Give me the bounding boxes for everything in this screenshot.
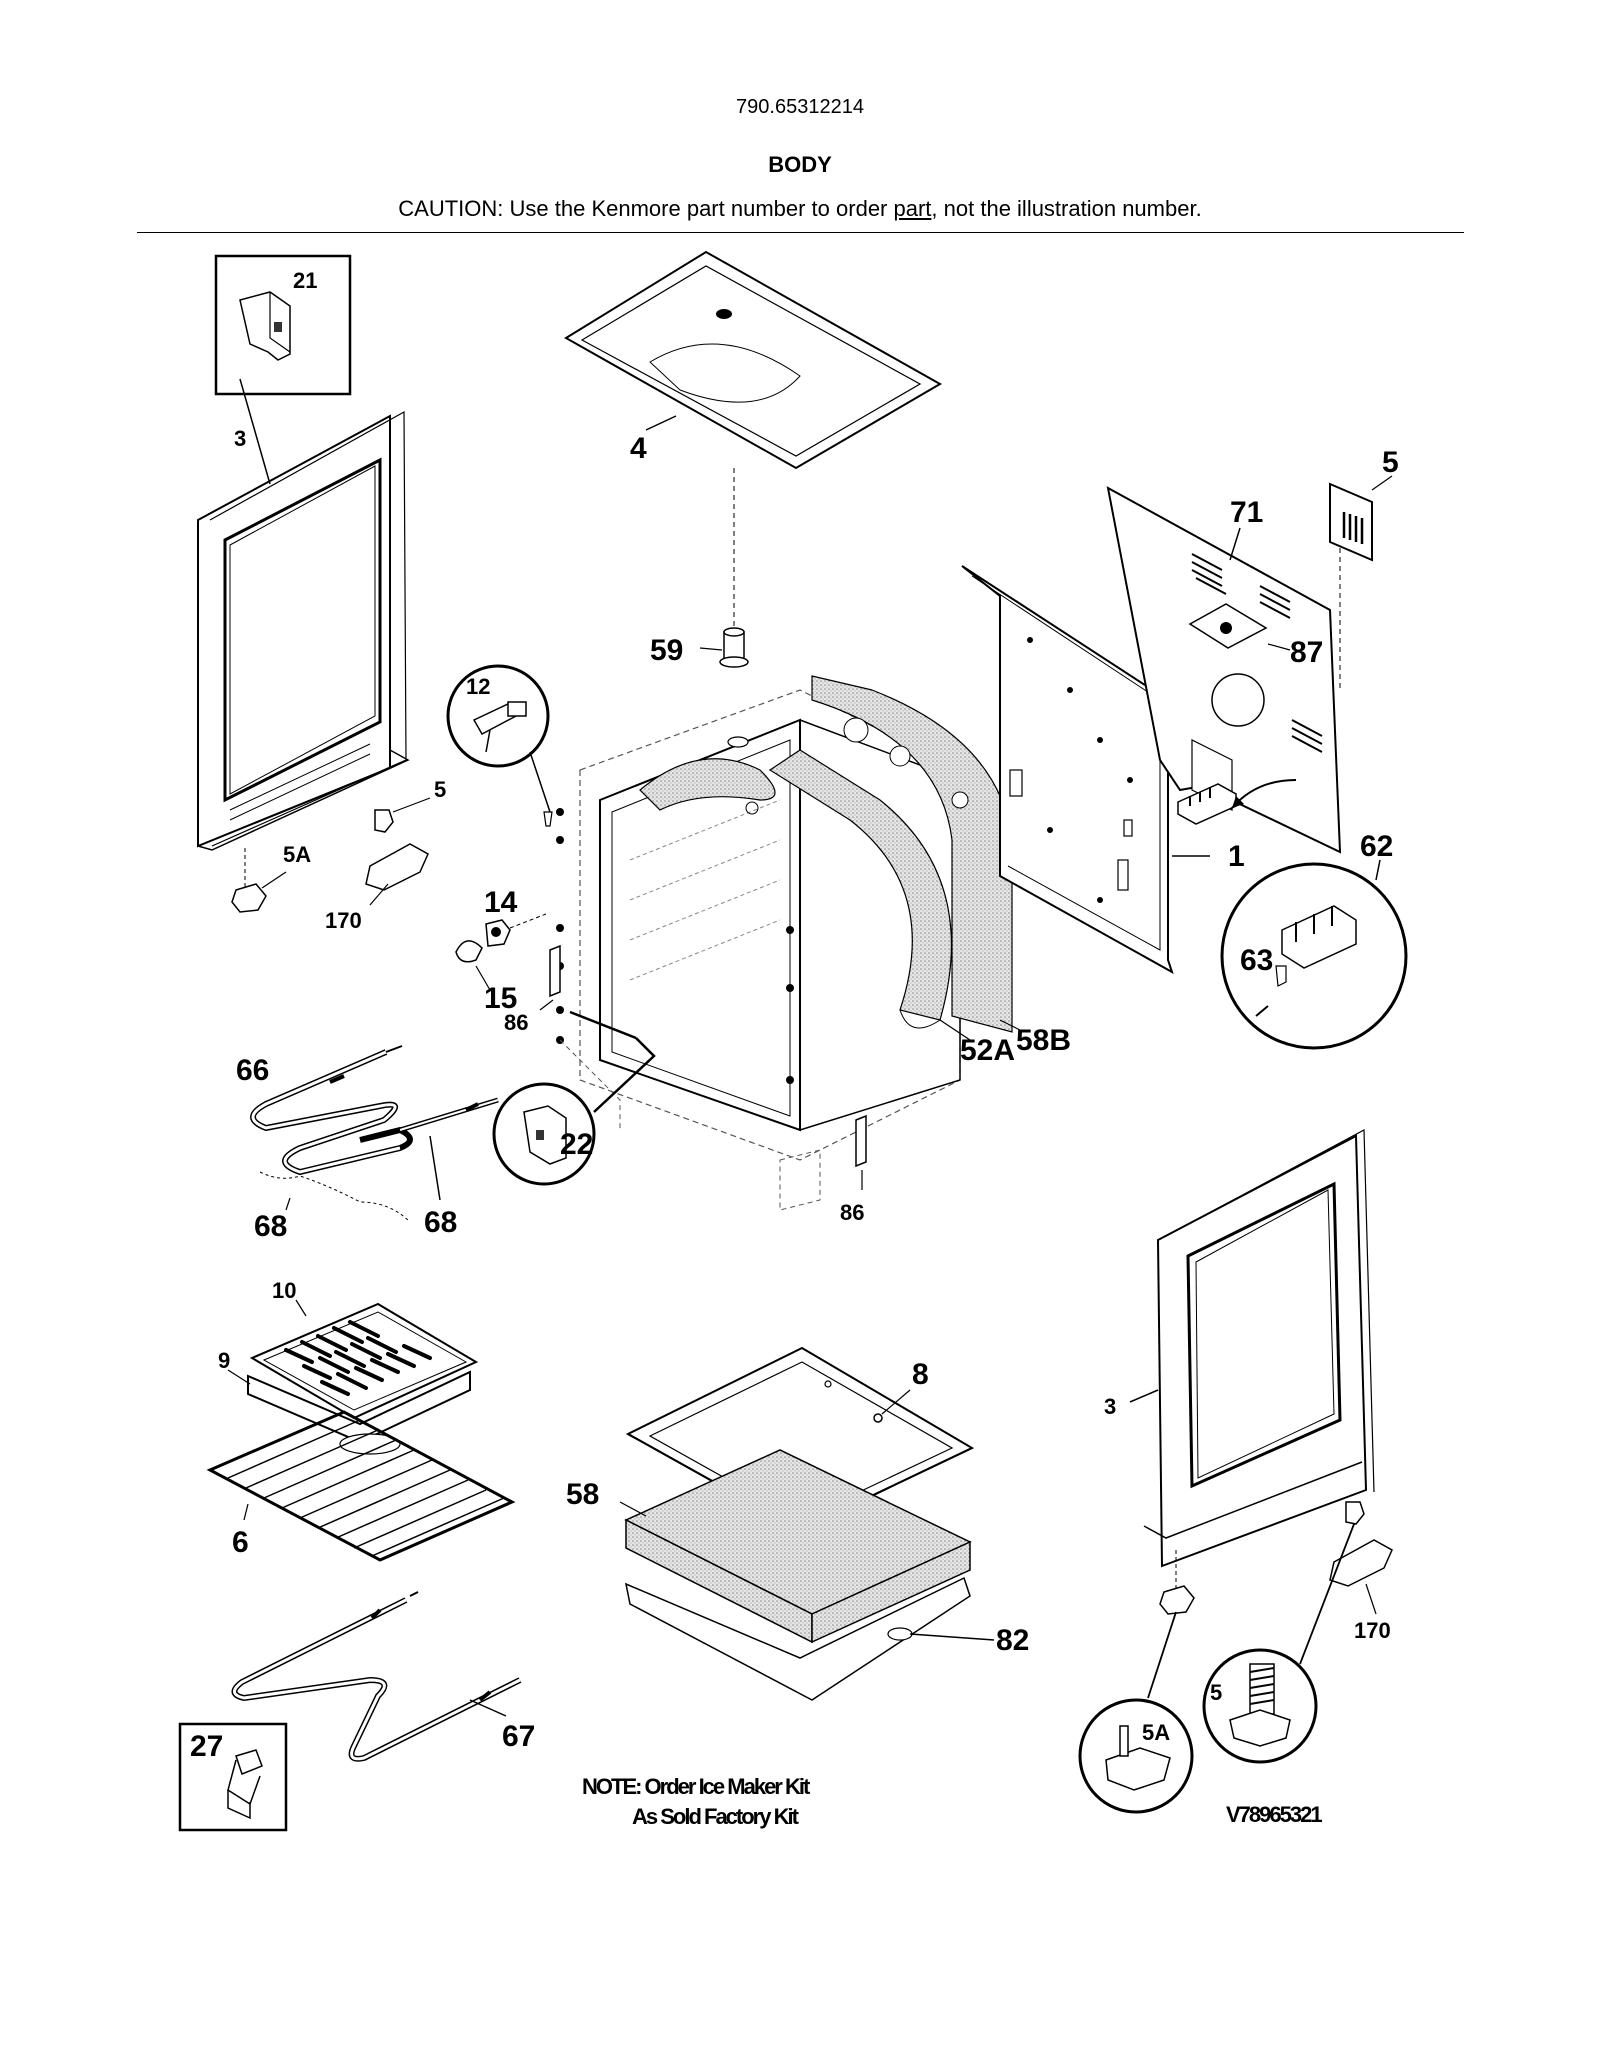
header-divider [137, 232, 1464, 233]
label-5-left: 5 [434, 777, 446, 802]
label-170-left: 170 [325, 908, 362, 933]
label-5-top: 5 [1382, 446, 1399, 479]
part-52A-insulation [639, 749, 953, 1029]
label-58B: 58B [1016, 1024, 1071, 1057]
part-3-left-side-panel: 3 [197, 378, 410, 851]
label-87: 87 [1290, 636, 1323, 669]
caution-text-part1: CAUTION: Use the Kenmore part number to … [398, 196, 894, 221]
part-9-broil-pan: 9 [218, 1348, 471, 1455]
note-line-2: As Sold Factory Kit [632, 1804, 800, 1829]
label-67: 67 [502, 1720, 535, 1753]
label-9: 9 [218, 1348, 230, 1373]
label-14: 14 [484, 886, 518, 919]
note-line-1: NOTE: Order Ice Maker Kit [582, 1774, 811, 1799]
label-3-left: 3 [234, 426, 246, 451]
caution-text-part2: , not the illustration number. [931, 196, 1202, 221]
label-3-right: 3 [1104, 1394, 1116, 1419]
oven-cabinet [556, 689, 961, 1211]
part-59: 59 [650, 627, 749, 668]
caution-text-underlined: part [893, 196, 932, 221]
label-4: 4 [630, 432, 647, 465]
part-5-callout: 5 [1202, 1648, 1318, 1764]
part-82-bottom-cover: 82 [624, 1576, 1029, 1701]
left-leveler-parts: 5 5A 170 [231, 777, 446, 933]
section-title: BODY [768, 152, 832, 177]
label-15: 15 [484, 982, 517, 1015]
label-10: 10 [272, 1278, 296, 1303]
label-86-right: 86 [840, 1200, 864, 1225]
part-3-right-side-panel: 3 [1104, 1129, 1375, 1568]
model-number: 790.65312214 [736, 96, 864, 118]
label-6: 6 [232, 1526, 249, 1559]
right-leveler-parts: 170 [1147, 1501, 1393, 1699]
part-5A-callout: 5A [1078, 1698, 1194, 1814]
label-82: 82 [996, 1624, 1029, 1657]
label-63: 63 [1240, 944, 1273, 977]
label-68-left: 68 [254, 1210, 287, 1243]
label-59: 59 [650, 634, 683, 667]
part-22-callout: 22 [492, 1037, 656, 1186]
label-27: 27 [190, 1730, 223, 1763]
label-68-right: 68 [424, 1206, 457, 1239]
part-86-right: 86 [840, 1114, 867, 1225]
part-4-top-panel: 4 [564, 250, 943, 640]
label-12: 12 [466, 674, 490, 699]
part-10-broil-pan-insert: 10 [249, 1278, 479, 1420]
label-5-circle: 5 [1210, 1680, 1222, 1705]
part-67-bake-element: 67 [231, 1591, 535, 1762]
part-21-inset: 21 [214, 254, 352, 396]
label-22: 22 [560, 1128, 593, 1161]
label-5A-left: 5A [283, 842, 311, 867]
part-58-insulation-pad: 58 [566, 1449, 972, 1644]
diagram-notes: NOTE: Order Ice Maker Kit As Sold Factor… [582, 1774, 1324, 1829]
label-8: 8 [912, 1358, 929, 1391]
drawing-id: V78965321 [1226, 1802, 1322, 1827]
part-6-oven-rack: 6 [206, 1410, 516, 1562]
part-12-callout: 12 [446, 664, 553, 827]
label-170-right: 170 [1354, 1618, 1391, 1643]
label-1: 1 [1228, 840, 1245, 873]
part-58B-insulation: 52A 58B [811, 675, 1071, 1067]
caution-text: CAUTION: Use the Kenmore part number to … [0, 196, 1600, 222]
label-5A-circle: 5A [1142, 1720, 1170, 1745]
label-86-left: 86 [504, 1010, 528, 1035]
part-27-inset: 27 [178, 1722, 288, 1832]
page-header: 790.65312214 BODY CAUTION: Use the Kenmo… [0, 0, 1600, 240]
label-71: 71 [1230, 496, 1263, 529]
part-66-broil-element: 66 68 68 [236, 1045, 499, 1243]
label-66: 66 [236, 1054, 269, 1087]
part-5-vent-cover: 5 [1329, 446, 1399, 690]
label-58: 58 [566, 1478, 599, 1511]
part-62-callout: 62 63 [1177, 779, 1408, 1050]
label-62: 62 [1360, 830, 1393, 863]
light-socket-parts: 14 15 86 [455, 886, 637, 1040]
label-21: 21 [293, 268, 317, 293]
